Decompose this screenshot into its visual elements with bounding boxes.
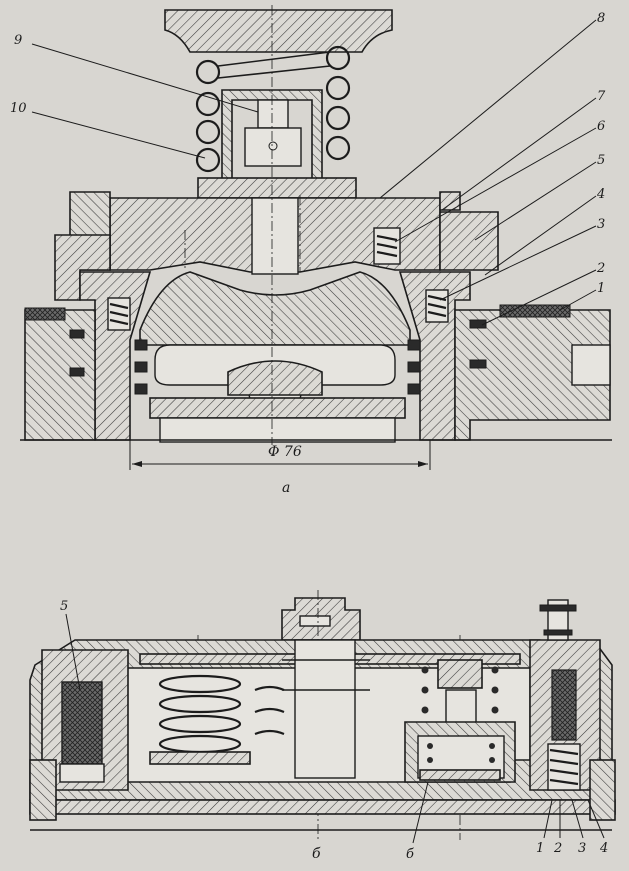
right-coil xyxy=(551,669,577,741)
dimension-diameter: Φ 76 xyxy=(268,444,302,460)
left-coil xyxy=(61,681,103,765)
top-spring xyxy=(195,45,351,173)
bottom-plate xyxy=(149,397,406,419)
callout-2: 2 xyxy=(596,261,605,276)
figure-a-caption: а xyxy=(282,480,290,496)
figure-a-section xyxy=(20,5,612,470)
central-shaft xyxy=(294,639,356,779)
callout-b-2: 2 xyxy=(553,841,562,856)
callout-b-3: 3 xyxy=(578,841,586,856)
callout-10: 10 xyxy=(10,101,27,116)
pin-body xyxy=(244,127,302,167)
right-clamp xyxy=(439,211,499,271)
callout-8: 8 xyxy=(597,11,605,26)
callout-b-b: б xyxy=(406,847,414,862)
right-spring xyxy=(404,659,516,783)
diaphragm-punch xyxy=(139,271,411,346)
center-bore xyxy=(251,197,299,275)
left-stepped-block xyxy=(54,234,111,301)
callout-1: 1 xyxy=(597,281,605,296)
callout-3: 3 xyxy=(597,217,605,232)
figure-b-section xyxy=(29,590,616,844)
callout-b-5: 5 xyxy=(60,599,68,614)
callout-5: 5 xyxy=(597,153,605,168)
ejector xyxy=(227,360,323,396)
figure-b-caption: б xyxy=(312,846,321,862)
spring-seat xyxy=(197,177,357,199)
callout-b-1: 1 xyxy=(536,841,544,856)
pin-head xyxy=(257,99,289,129)
press-head xyxy=(164,9,393,53)
callout-7: 7 xyxy=(597,89,606,104)
callout-b-4: 4 xyxy=(599,841,608,856)
callout-6: 6 xyxy=(597,119,605,134)
left-spring xyxy=(149,674,285,765)
callout-4: 4 xyxy=(596,187,605,202)
base-plate xyxy=(29,799,616,815)
callout-9: 9 xyxy=(14,33,22,48)
